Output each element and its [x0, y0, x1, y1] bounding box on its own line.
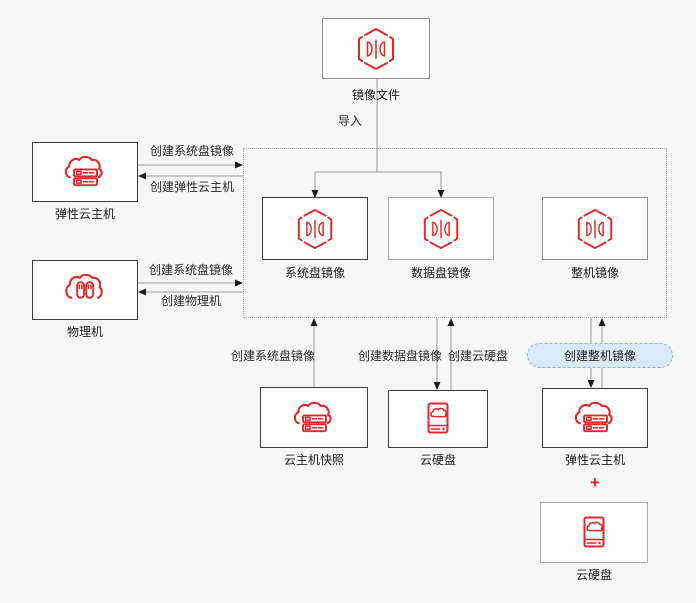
cloud-server-icon [64, 155, 103, 187]
edge-label-create-system-disk-image-from-bms: 创建系统盘镜像 [149, 263, 234, 277]
node-evs-disk-mid[interactable] [388, 390, 488, 448]
node-system-disk-image-label[interactable]: 系统盘镜像 [284, 266, 345, 280]
ims-hexagon-icon [577, 208, 613, 249]
node-image-file-label[interactable]: 镜像文件 [351, 88, 400, 102]
node-ecs-left-label[interactable]: 弹性云主机 [54, 207, 115, 221]
edge-label-import: 导入 [337, 114, 362, 128]
edge-label-create-ecs: 创建弹性云主机 [150, 180, 235, 194]
node-ecs-bottom-label[interactable]: 弹性云主机 [564, 453, 625, 467]
cloud-disk-icon [583, 516, 605, 547]
node-system-disk-image[interactable] [262, 197, 368, 260]
node-evs-disk-bottom[interactable] [540, 502, 648, 563]
cloud-disk-icon [427, 402, 449, 434]
plus-icon: + [590, 473, 600, 492]
physical-machine-icon [65, 273, 103, 299]
node-ecs-bottom[interactable] [542, 388, 648, 448]
edge-label-create-evs-disk: 创建云硬盘 [447, 349, 508, 363]
node-data-disk-image[interactable] [388, 197, 494, 260]
node-data-disk-image-label[interactable]: 数据盘镜像 [410, 266, 471, 280]
node-physical-machine-label[interactable]: 物理机 [66, 325, 103, 339]
node-server-snapshot[interactable] [260, 387, 368, 448]
ims-hexagon-icon [297, 208, 333, 249]
node-evs-disk-mid-label[interactable]: 云硬盘 [419, 453, 456, 467]
node-server-snapshot-label[interactable]: 云主机快照 [283, 453, 344, 467]
node-evs-disk-bottom-label[interactable]: 云硬盘 [575, 568, 612, 582]
node-full-machine-image[interactable] [542, 197, 648, 260]
node-physical-machine[interactable] [32, 260, 138, 320]
cloud-server-icon [574, 401, 613, 433]
image-types-group-box [243, 148, 667, 318]
ims-hexagon-icon [423, 208, 459, 249]
ims-hexagon-icon [358, 27, 394, 70]
edge-label-create-system-disk-image-from-ecs: 创建系统盘镜像 [150, 144, 235, 158]
node-full-machine-image-label[interactable]: 整机镜像 [570, 266, 619, 280]
edge-label-create-full-machine-image-highlight[interactable]: 创建整机镜像 [527, 343, 673, 368]
edge-label-create-system-disk-image-from-snapshot: 创建系统盘镜像 [231, 349, 316, 363]
node-image-file[interactable] [322, 18, 430, 79]
cloud-server-icon [293, 401, 332, 432]
node-ecs-left[interactable] [32, 142, 138, 202]
edge-label-create-physical-machine: 创建物理机 [160, 294, 221, 308]
edge-label-create-data-disk-image: 创建数据盘镜像 [358, 349, 443, 363]
edge-label-create-full-machine-image: 创建整机镜像 [563, 349, 636, 363]
